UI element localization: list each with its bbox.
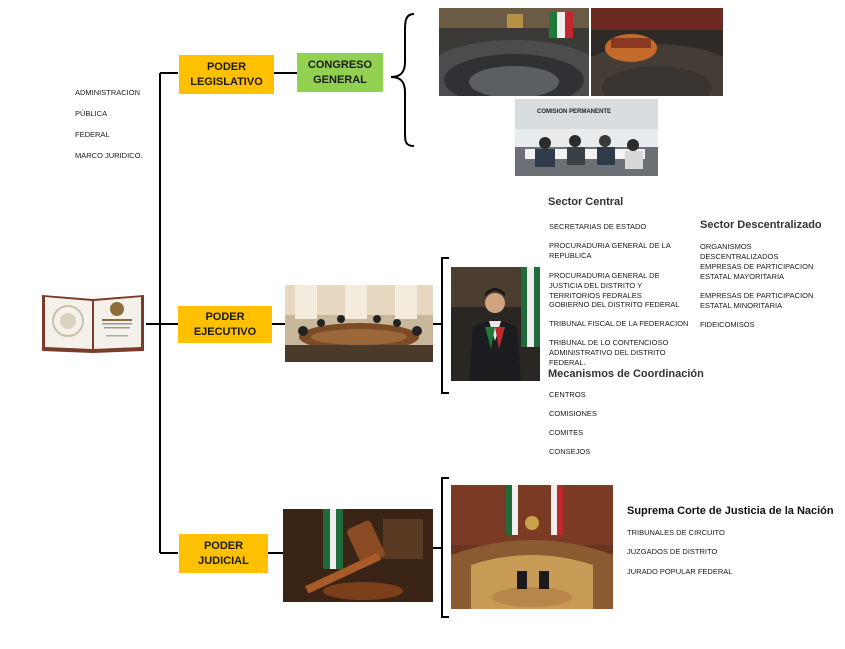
- poder-judicial-label: PODER JUDICIAL: [198, 539, 249, 567]
- sector-central-item-3: PROCURADURIA GENERAL DE JUSTICIA DEL DIS…: [549, 271, 660, 300]
- congreso-general-box: CONGRESO GENERAL: [297, 53, 383, 92]
- mecanismos-item-2: COMISIONES: [549, 409, 597, 418]
- mecanismos-title: Mecanismos de Coordinación: [548, 368, 704, 380]
- sector-central-title: Sector Central: [548, 196, 624, 208]
- left-text-4: MARCO JURIDICO.: [75, 151, 143, 160]
- comision-sign: COMISION PERMANENTE: [537, 109, 612, 115]
- judicial-item-2: JUZGADOS DE DISTRITO: [627, 547, 718, 556]
- judicial-item-1: TRIBUNALES DE CIRCUITO: [627, 528, 725, 537]
- sector-central-item-5: TRIBUNAL FISCAL DE LA FEDERACION: [549, 319, 689, 328]
- sector-central-item-6: TRIBUNAL DE LO CONTENCIOSO ADMINISTRATIV…: [549, 338, 669, 367]
- mecanismos-item-1: CENTROS: [549, 390, 586, 399]
- gavel-photo: [283, 509, 433, 602]
- bracket-judicial: [441, 477, 449, 618]
- congreso-general-label: CONGRESO GENERAL: [307, 58, 373, 86]
- sector-descentralizado-item-4: FIDEICOMISOS: [700, 320, 755, 329]
- comision-permanente-photo: COMISION PERMANENTE: [515, 99, 658, 176]
- sector-descentralizado-item-3: EMPRESAS DE PARTICIPACION ESTATAL MINORI…: [700, 291, 814, 310]
- constitution-book-image: [40, 291, 146, 355]
- suprema-corte-title: Suprema Corte de Justicia de la Nación: [627, 505, 834, 517]
- sector-descentralizado-title: Sector Descentralizado: [700, 219, 822, 231]
- chamber-photo-2: [591, 8, 723, 96]
- poder-legislativo-box: PODER LEGISLATIVO: [179, 55, 274, 94]
- chamber-photo-1: [439, 8, 589, 96]
- judicial-item-3: JURADO POPULAR FEDERAL: [627, 567, 733, 576]
- poder-ejecutivo-box: PODER EJECUTIVO: [178, 306, 272, 343]
- cabinet-meeting-photo: [285, 285, 433, 362]
- sector-central-item-1: SECRETARIAS DE ESTADO: [549, 222, 647, 231]
- sector-descentralizado-item-1: ORGANISMOS DESCENTRALIZADOS: [700, 242, 779, 261]
- poder-legislativo-label: PODER LEGISLATIVO: [190, 60, 263, 88]
- supreme-court-photo: [451, 485, 613, 609]
- mecanismos-item-3: COMITES: [549, 428, 584, 437]
- poder-judicial-box: PODER JUDICIAL: [179, 534, 268, 573]
- sector-central-item-2: PROCURADURIA GENERAL DE LA REPUBLICA: [549, 241, 671, 260]
- bracket-ejecutivo: [441, 257, 449, 394]
- sector-central-item-4: GOBIERNO DEL DISTRITO FEDERAL: [549, 300, 680, 309]
- left-text-3: FEDERAL: [75, 130, 110, 139]
- mecanismos-item-4: CONSEJOS: [549, 447, 591, 456]
- sector-descentralizado-item-2: EMPRESAS DE PARTICIPACION ESTATAL MAYORI…: [700, 262, 814, 281]
- poder-ejecutivo-label: PODER EJECUTIVO: [193, 310, 257, 338]
- left-text-2: PÚBLICA: [75, 109, 108, 118]
- president-portrait-photo: [451, 267, 540, 381]
- left-text-1: ADMINISTRACION: [75, 88, 141, 97]
- brace-congreso: [390, 13, 415, 147]
